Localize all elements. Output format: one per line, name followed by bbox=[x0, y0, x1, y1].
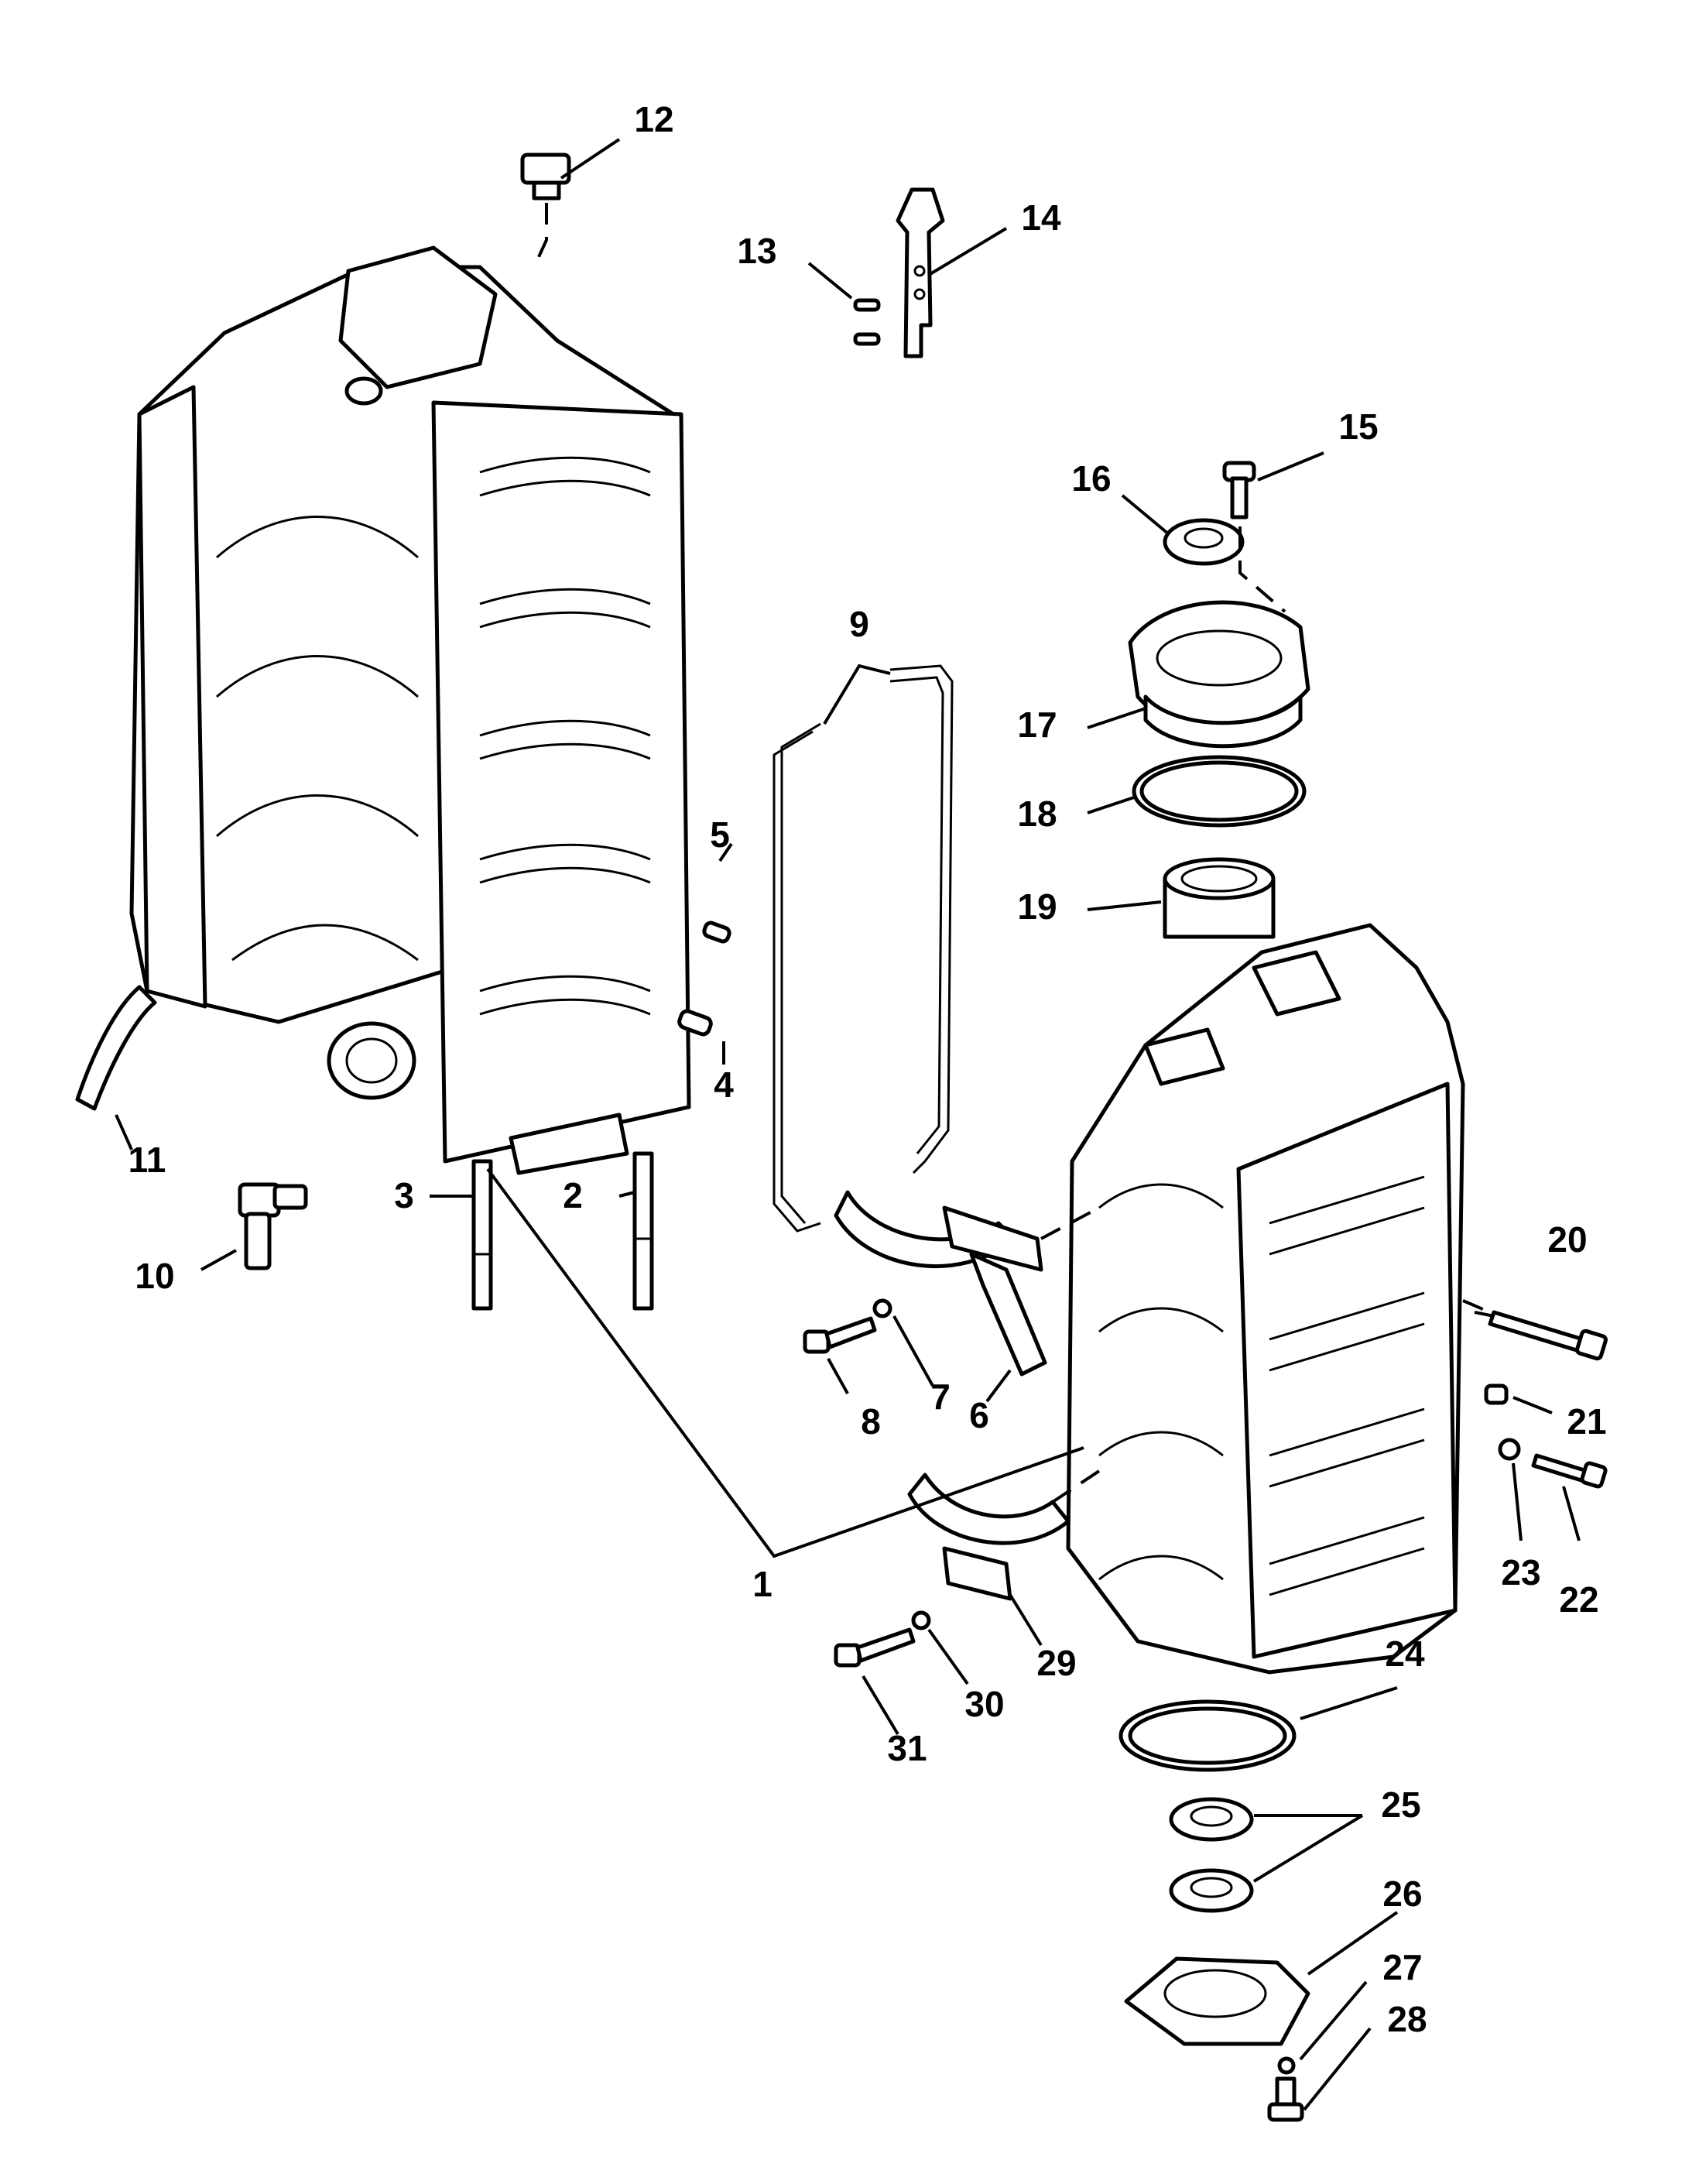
bearing-cap-29 bbox=[907, 1473, 1071, 1601]
callout-8: 8 bbox=[861, 1401, 881, 1442]
dowel-pin-5 bbox=[702, 921, 731, 944]
callout-16: 16 bbox=[1071, 458, 1111, 499]
callout-10: 10 bbox=[135, 1256, 174, 1296]
callout-14: 14 bbox=[1021, 197, 1061, 238]
callout-labels: 1 2 3 4 5 6 7 8 9 10 11 12 13 14 15 16 1… bbox=[128, 99, 1607, 2039]
o-ring-18 bbox=[1132, 755, 1307, 828]
bearing-19 bbox=[1163, 857, 1276, 939]
callout-31: 31 bbox=[887, 1728, 927, 1768]
dowel-pin-4 bbox=[677, 1009, 713, 1037]
screw-28 bbox=[1267, 2076, 1304, 2122]
screw-22 bbox=[1531, 1453, 1608, 1489]
callout-17: 17 bbox=[1017, 705, 1057, 745]
washer-23 bbox=[1498, 1438, 1521, 1461]
callout-20: 20 bbox=[1547, 1219, 1587, 1260]
washer-7 bbox=[872, 1298, 892, 1318]
crankcase-cover-right bbox=[1066, 923, 1465, 1675]
callout-4: 4 bbox=[714, 1065, 734, 1105]
callout-30: 30 bbox=[964, 1684, 1004, 1724]
callout-7: 7 bbox=[930, 1377, 951, 1417]
callout-2: 2 bbox=[563, 1175, 583, 1215]
cylinder-block-left bbox=[129, 245, 691, 1175]
callout-23: 23 bbox=[1501, 1552, 1540, 1593]
callout-22: 22 bbox=[1559, 1579, 1598, 1620]
end-cap-17 bbox=[1128, 600, 1310, 749]
bolt-8 bbox=[803, 1316, 877, 1354]
callout-15: 15 bbox=[1338, 406, 1378, 447]
stud-2 bbox=[632, 1151, 654, 1311]
bushing-21 bbox=[1484, 1383, 1509, 1405]
callout-19: 19 bbox=[1017, 886, 1057, 927]
callout-6: 6 bbox=[969, 1395, 989, 1435]
seal-25-upper bbox=[1169, 1797, 1254, 1842]
callout-29: 29 bbox=[1036, 1643, 1076, 1683]
callout-5: 5 bbox=[710, 814, 730, 855]
callout-11: 11 bbox=[128, 1140, 166, 1180]
end-cap-26 bbox=[1124, 1956, 1310, 2046]
leader-lines bbox=[115, 138, 1581, 2111]
callout-25: 25 bbox=[1381, 1785, 1420, 1825]
shift-arm-14 bbox=[896, 187, 945, 358]
bolt-31 bbox=[834, 1627, 916, 1668]
seal-16 bbox=[1163, 518, 1245, 566]
callout-26: 26 bbox=[1382, 1874, 1422, 1914]
seal-25-lower bbox=[1169, 1868, 1254, 1913]
callout-27: 27 bbox=[1382, 1947, 1422, 1987]
screws-13 bbox=[853, 298, 881, 346]
washer-27 bbox=[1277, 2056, 1296, 2075]
stud-3 bbox=[471, 1159, 493, 1311]
washer-30 bbox=[911, 1610, 931, 1630]
plug-12 bbox=[520, 153, 571, 201]
callout-21: 21 bbox=[1567, 1401, 1606, 1442]
callout-9: 9 bbox=[849, 604, 869, 644]
callout-12: 12 bbox=[634, 99, 673, 139]
bypass-tubes-9 bbox=[772, 664, 954, 1233]
callout-28: 28 bbox=[1387, 1999, 1427, 2039]
callout-18: 18 bbox=[1017, 794, 1057, 834]
screw-15 bbox=[1222, 461, 1256, 519]
hose-11 bbox=[75, 985, 157, 1111]
callout-1: 1 bbox=[752, 1564, 772, 1604]
callout-24: 24 bbox=[1385, 1634, 1425, 1674]
callout-13: 13 bbox=[737, 231, 776, 271]
bearing-cap-6 bbox=[834, 1190, 1047, 1377]
callout-3: 3 bbox=[394, 1175, 414, 1215]
bolt-20 bbox=[1488, 1310, 1608, 1361]
elbow-fitting-10 bbox=[238, 1182, 308, 1270]
o-ring-24 bbox=[1118, 1699, 1297, 1772]
